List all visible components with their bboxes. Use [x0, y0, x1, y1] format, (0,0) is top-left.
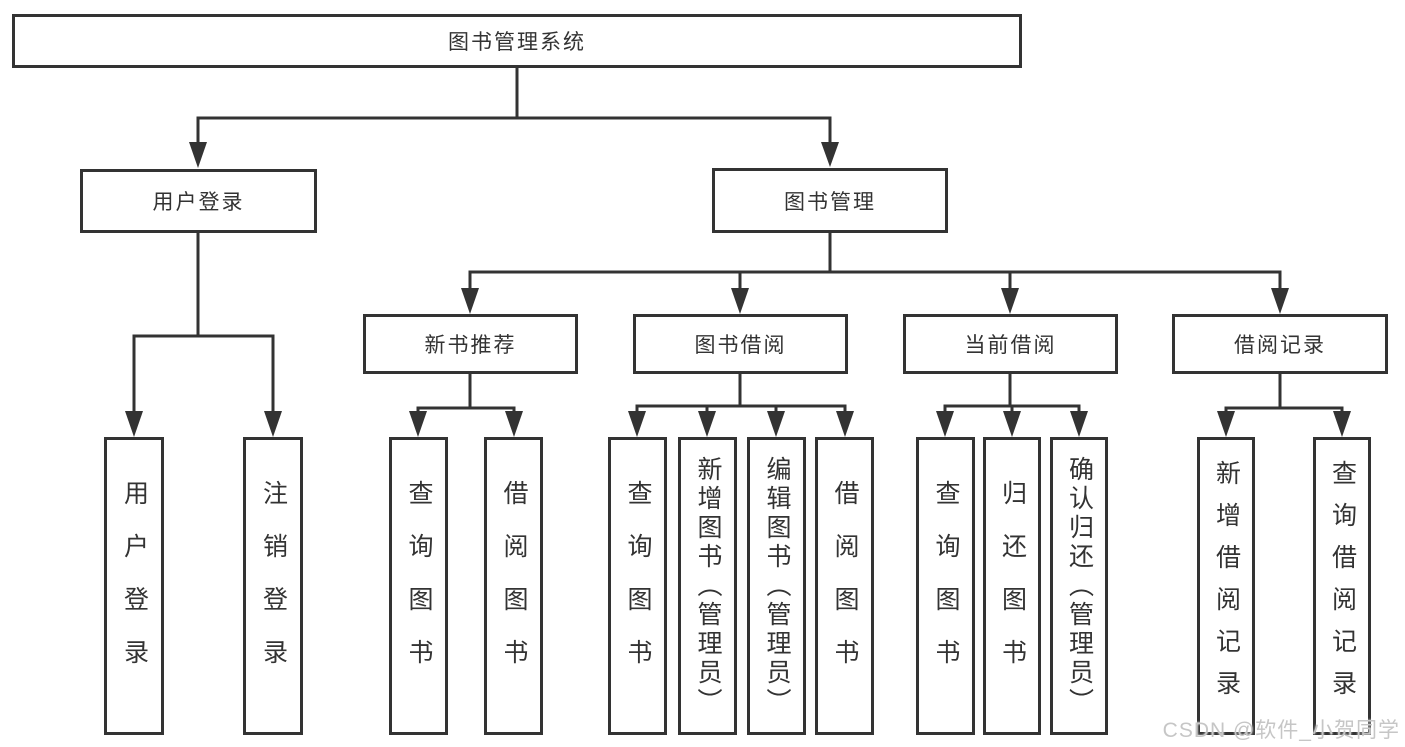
arrow-head [1003, 411, 1021, 437]
leaf-return-books: 归还图书 [983, 437, 1041, 735]
arrow-head [409, 411, 427, 437]
arrow-head [821, 142, 839, 167]
leaf-logout-label: 注销登录 [259, 480, 288, 692]
arrow-head [1001, 288, 1019, 314]
leaf-query-books-borrow: 查询图书 [608, 437, 667, 735]
node-new-book-recommend-label: 新书推荐 [424, 334, 517, 357]
leaf-query-books-recommend: 查询图书 [389, 437, 448, 735]
arrow-head [731, 288, 749, 314]
leaf-query-books-recommend-label: 查询图书 [405, 480, 433, 692]
leaf-add-books-admin-label: 新增图书（管理员） [694, 455, 722, 717]
node-current-borrowing-label: 当前借阅 [964, 334, 1057, 357]
leaf-query-borrow-record: 查询借阅记录 [1313, 437, 1371, 735]
node-book-management: 图书管理 [712, 168, 948, 233]
arrow-head [767, 411, 785, 437]
arrow-head [125, 411, 143, 437]
node-borrowing-records: 借阅记录 [1172, 314, 1388, 374]
leaf-borrow-books-recommend: 借阅图书 [484, 437, 543, 735]
arrow-head [1333, 411, 1351, 437]
watermark: CSDN @软件_小贺同学 [1162, 719, 1400, 742]
leaf-add-borrow-record: 新增借阅记录 [1197, 437, 1255, 735]
leaf-borrow-books: 借阅图书 [815, 437, 874, 735]
node-book-borrowing-label: 图书借阅 [694, 334, 787, 357]
leaf-query-borrow-record-label: 查询借阅记录 [1328, 460, 1357, 712]
node-borrowing-records-label: 借阅记录 [1234, 334, 1326, 357]
leaf-edit-books-admin: 编辑图书（管理员） [747, 437, 806, 735]
leaf-logout: 注销登录 [243, 437, 303, 735]
leaf-borrow-books-recommend-label: 借阅图书 [500, 480, 528, 692]
leaf-user-login: 用户登录 [104, 437, 164, 735]
arrow-head [698, 411, 716, 437]
node-user-login-label: 用户登录 [152, 191, 245, 214]
leaf-add-borrow-record-label: 新增借阅记录 [1212, 460, 1241, 712]
node-root: 图书管理系统 [12, 14, 1022, 68]
node-root-label: 图书管理系统 [448, 31, 586, 54]
leaf-confirm-return-admin: 确认归还（管理员） [1050, 437, 1108, 735]
arrow-head [1070, 411, 1088, 437]
leaf-query-books-current: 查询图书 [916, 437, 975, 735]
arrow-heads [125, 142, 1351, 437]
arrow-head [264, 411, 282, 437]
leaf-return-books-label: 归还图书 [998, 480, 1027, 692]
leaf-confirm-return-admin-label: 确认归还（管理员） [1065, 455, 1094, 717]
node-user-login: 用户登录 [80, 169, 317, 233]
leaf-edit-books-admin-label: 编辑图书（管理员） [763, 455, 791, 717]
leaf-user-login-label: 用户登录 [120, 480, 149, 692]
leaf-query-books-borrow-label: 查询图书 [624, 480, 652, 692]
arrow-head [836, 411, 854, 437]
node-new-book-recommend: 新书推荐 [363, 314, 578, 374]
node-book-management-label: 图书管理 [784, 190, 876, 214]
arrow-head [505, 411, 523, 437]
arrow-head [189, 142, 207, 168]
leaf-query-books-current-label: 查询图书 [932, 480, 960, 692]
arrow-head [1271, 288, 1289, 314]
node-book-borrowing: 图书借阅 [633, 314, 848, 374]
leaf-borrow-books-label: 借阅图书 [831, 480, 859, 692]
arrow-head [1217, 411, 1235, 437]
arrow-head [936, 411, 954, 437]
arrow-head [628, 411, 646, 437]
node-current-borrowing: 当前借阅 [903, 314, 1118, 374]
leaf-add-books-admin: 新增图书（管理员） [678, 437, 737, 735]
arrow-head [461, 288, 479, 314]
